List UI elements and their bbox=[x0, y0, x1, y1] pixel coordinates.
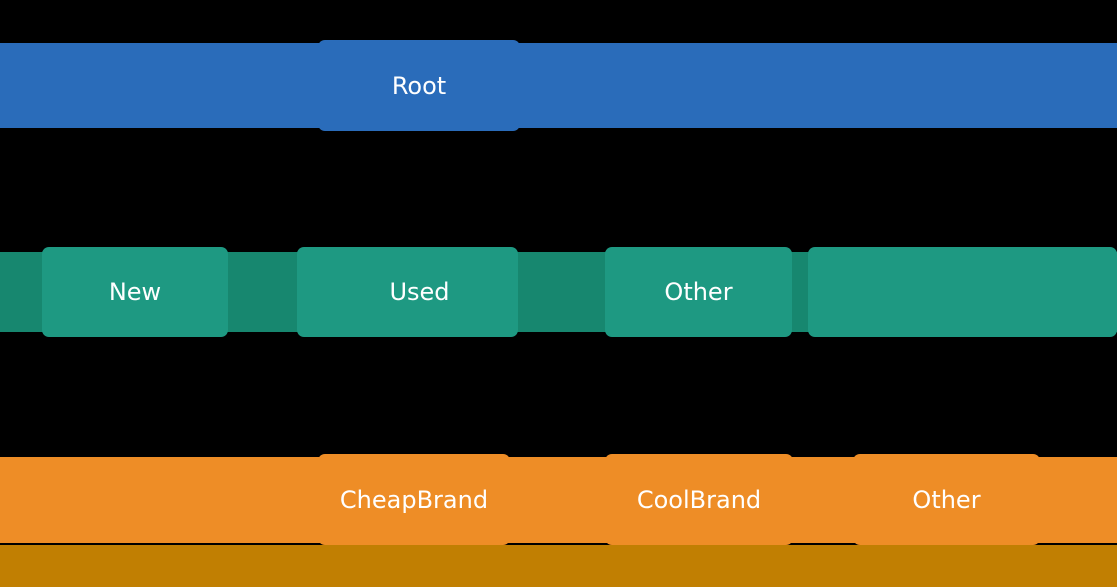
node-label: Used bbox=[389, 278, 450, 306]
node-label: CheapBrand bbox=[339, 485, 489, 514]
node-coolbrand[interactable]: CoolBrand bbox=[605, 454, 793, 545]
node-label: Other bbox=[912, 485, 981, 514]
node-new[interactable]: New bbox=[42, 247, 228, 337]
node-unlabeled[interactable] bbox=[808, 247, 1117, 337]
node-label: CoolBrand bbox=[636, 485, 762, 514]
node-other[interactable]: Other bbox=[853, 454, 1040, 545]
node-cheapbrand[interactable]: CheapBrand bbox=[318, 454, 510, 545]
level-root-band bbox=[0, 43, 1117, 128]
node-label: Other bbox=[664, 278, 733, 306]
node-label: New bbox=[108, 278, 162, 306]
level-3-band bbox=[0, 545, 1117, 587]
node-root[interactable]: Root bbox=[318, 40, 520, 131]
node-used[interactable]: Used bbox=[297, 247, 518, 337]
node-other[interactable]: Other bbox=[605, 247, 792, 337]
node-label: Root bbox=[391, 71, 447, 100]
